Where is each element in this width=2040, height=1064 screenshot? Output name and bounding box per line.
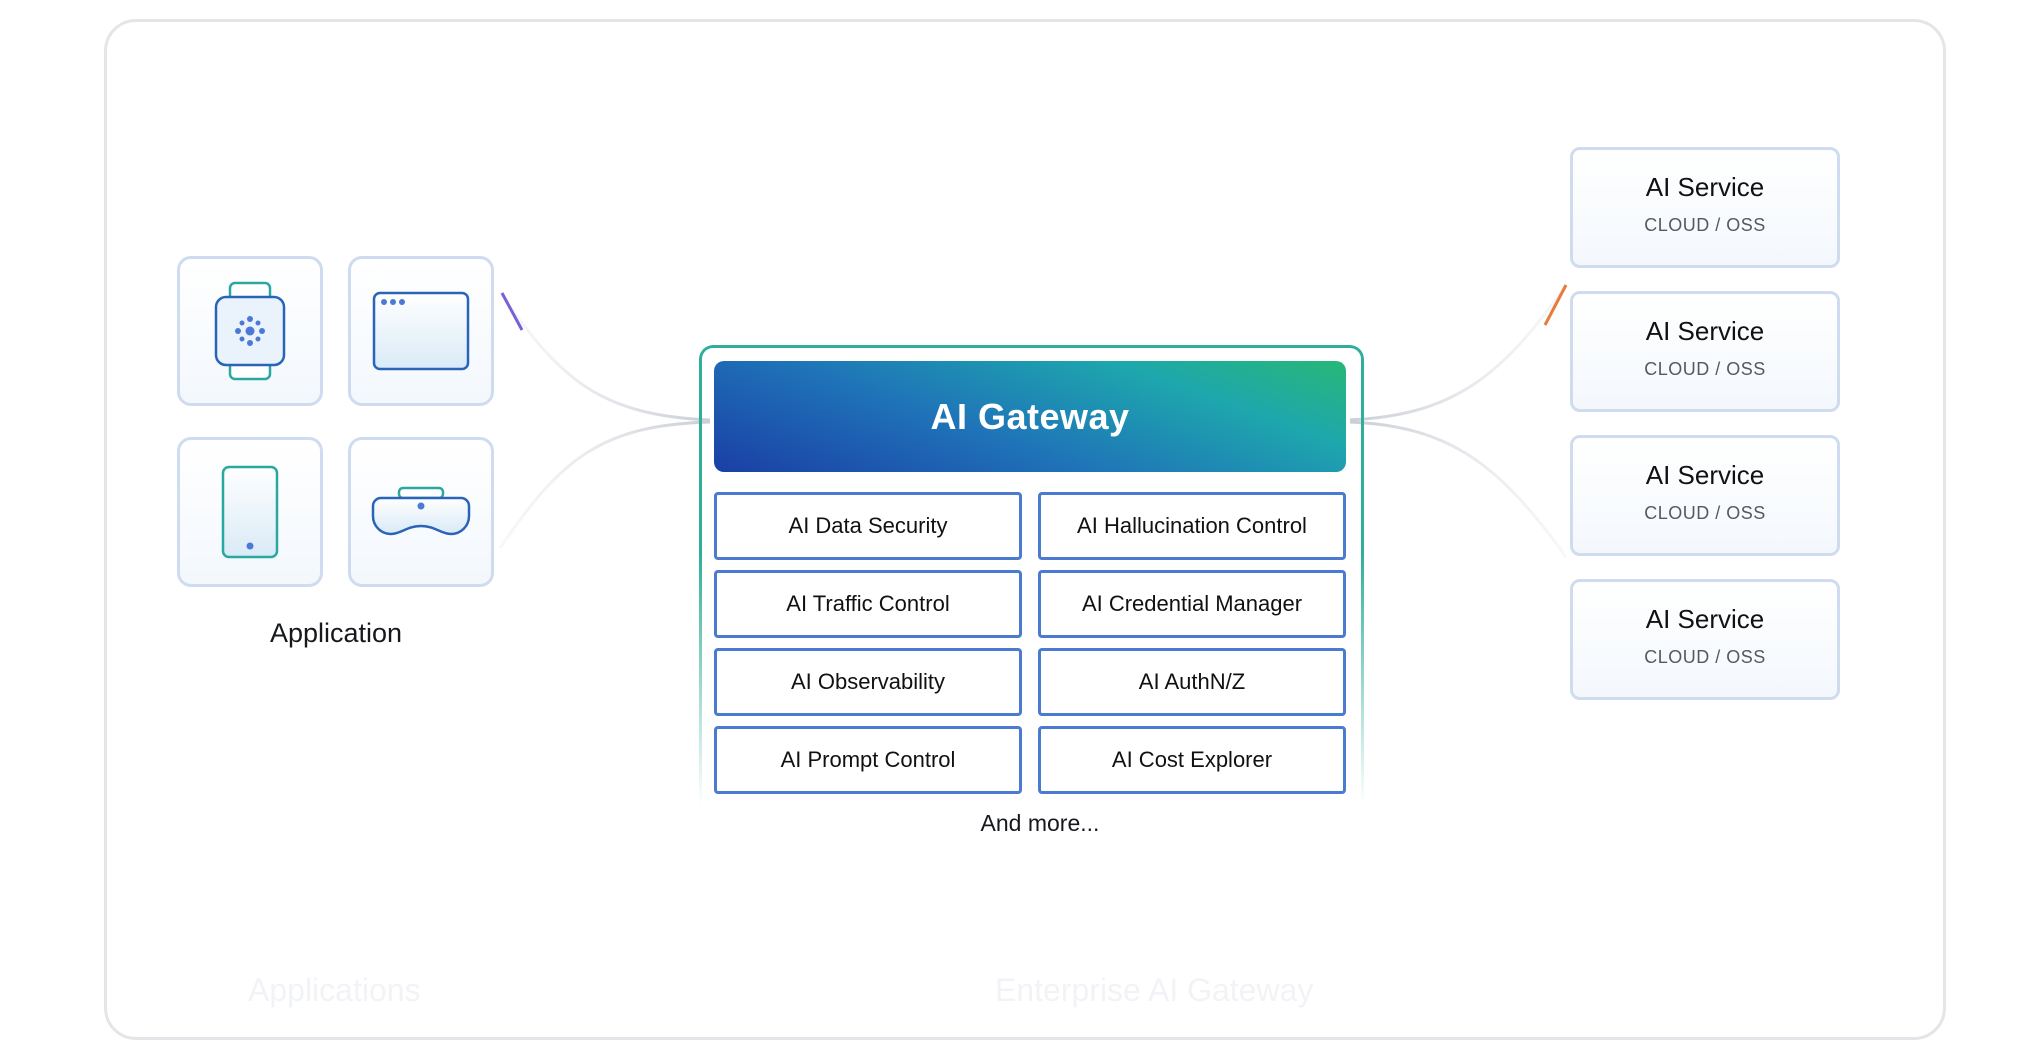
ai-service-subtitle: CLOUD / OSS: [1644, 215, 1766, 235]
ghost-caption-enterprise-gateway: Enterprise AI Gateway: [995, 972, 1314, 1008]
ai-service-title: AI Service: [1645, 316, 1765, 346]
app-tile-phone[interactable]: [177, 437, 323, 587]
app-tile-headset[interactable]: [348, 437, 494, 587]
and-more-label: And more...: [980, 810, 1100, 836]
feature-ai-credential-manager[interactable]: AI Credential Manager: [1038, 570, 1346, 638]
ai-service-title: AI Service: [1645, 460, 1765, 490]
app-tile-watch[interactable]: [177, 256, 323, 406]
ai-service-subtitle: CLOUD / OSS: [1644, 647, 1766, 667]
gateway-title[interactable]: AI Gateway: [714, 361, 1346, 472]
feature-ai-cost-explorer[interactable]: AI Cost Explorer: [1038, 726, 1346, 794]
vr-headset-icon: [371, 486, 471, 536]
feature-ai-observability[interactable]: AI Observability: [714, 648, 1022, 716]
ai-service-subtitle: CLOUD / OSS: [1644, 359, 1766, 379]
feature-ai-traffic-control[interactable]: AI Traffic Control: [714, 570, 1022, 638]
ai-service-title: AI Service: [1645, 604, 1765, 634]
feature-ai-prompt-control[interactable]: AI Prompt Control: [714, 726, 1022, 794]
ai-service-subtitle: CLOUD / OSS: [1644, 503, 1766, 523]
feature-ai-authn-z[interactable]: AI AuthN/Z: [1038, 648, 1346, 716]
feature-ai-hallucination-control[interactable]: AI Hallucination Control: [1038, 492, 1346, 560]
ai-service-card[interactable]: AI Service CLOUD / OSS: [1570, 579, 1840, 700]
ai-service-title: AI Service: [1645, 172, 1765, 202]
smartwatch-icon: [214, 281, 286, 381]
browser-window-icon: [372, 291, 470, 371]
ghost-caption-applications: Applications: [248, 972, 421, 1008]
application-label: Application: [269, 618, 403, 648]
gateway-outline: [699, 345, 1364, 805]
app-tile-browser[interactable]: [348, 256, 494, 406]
ai-service-card[interactable]: AI Service CLOUD / OSS: [1570, 291, 1840, 412]
smartphone-icon: [221, 465, 279, 559]
ai-service-card[interactable]: AI Service CLOUD / OSS: [1570, 435, 1840, 556]
ai-service-card[interactable]: AI Service CLOUD / OSS: [1570, 147, 1840, 268]
feature-ai-data-security[interactable]: AI Data Security: [714, 492, 1022, 560]
